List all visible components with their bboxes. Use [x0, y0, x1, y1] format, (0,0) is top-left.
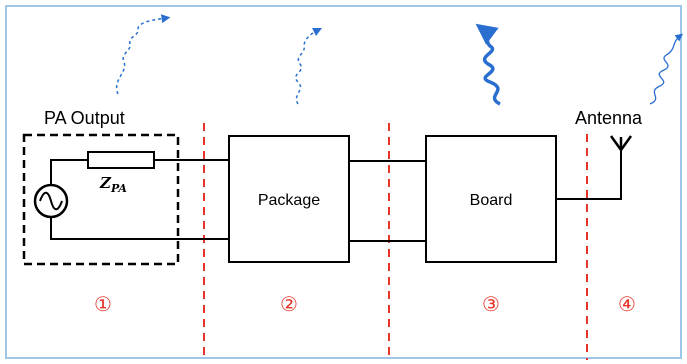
board-block: [425, 135, 557, 263]
antenna-label: Antenna: [575, 108, 643, 128]
stage-number-1: ①: [94, 292, 112, 316]
antenna-icon: [609, 135, 633, 151]
signal-trail-3-icon: [475, 23, 501, 106]
stage-number-4: ④: [618, 292, 636, 316]
stage-number-3: ③: [482, 292, 500, 316]
impedance-resistor: [87, 151, 155, 169]
outer-frame: [5, 5, 682, 359]
impedance-label: ZPA: [99, 174, 127, 195]
stage-number-2: ②: [280, 292, 298, 316]
package-label: Package: [258, 192, 320, 209]
signal-trail-4-icon: [649, 33, 684, 105]
package-block: [228, 135, 350, 263]
pa-output-box: [22, 133, 180, 266]
signal-trail-2-icon: [295, 27, 323, 105]
board-antenna-wire: [556, 150, 622, 200]
package-board-wires: [349, 160, 426, 242]
signal-trail-1-icon: [115, 14, 171, 95]
pa-wires: [50, 159, 229, 240]
pa-output-label: PA Output: [44, 108, 125, 128]
board-label: Board: [470, 192, 513, 209]
ac-source-icon: [33, 183, 69, 219]
